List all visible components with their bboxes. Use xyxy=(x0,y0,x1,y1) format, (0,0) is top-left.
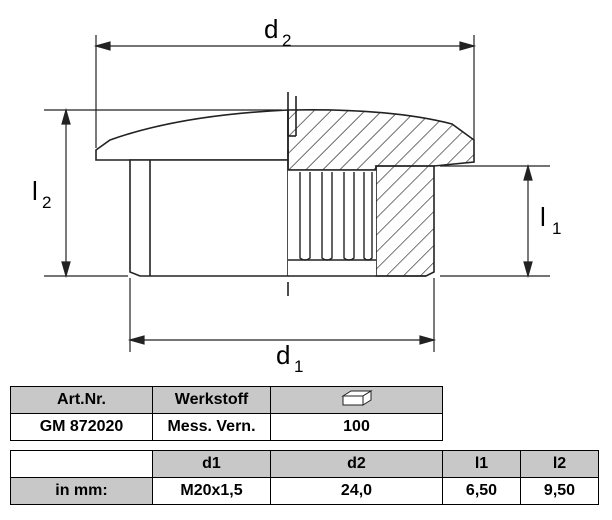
cell-quantity: 100 xyxy=(270,413,443,441)
cell-art-nr: GM 872020 xyxy=(10,413,153,441)
inner-ribs xyxy=(288,172,426,277)
header-d2: d2 xyxy=(270,450,443,478)
header-werkstoff: Werkstoff xyxy=(152,386,271,414)
block-icon xyxy=(340,389,373,406)
header-d1: d1 xyxy=(152,450,271,478)
header-art-nr: Art.Nr. xyxy=(10,386,153,414)
cell-d2: 24,0 xyxy=(270,477,443,505)
cell-d1: M20x1,5 xyxy=(152,477,271,505)
dim-l1-sub: 1 xyxy=(552,219,561,238)
row-label-in-mm: in mm: xyxy=(10,477,153,505)
header-l2: l2 xyxy=(520,450,599,478)
dimension-d2 xyxy=(93,35,477,148)
cell-l2: 9,50 xyxy=(520,477,599,505)
dim-d1-label: d xyxy=(276,340,290,370)
dimension-table: d1 d2 l1 l2 in mm: M20x1,5 24,0 6,50 9,5… xyxy=(10,450,599,505)
dim-d2-sub: 2 xyxy=(282,31,291,50)
technical-drawing: d 2 d 1 l 2 l 1 xyxy=(32,14,561,376)
cap-wall-section xyxy=(375,165,435,277)
dim-d1-sub: 1 xyxy=(294,357,303,376)
dim-l2-sub: 2 xyxy=(42,193,51,212)
article-table: Art.Nr. Werkstoff GM 872020 Mess. Vern. … xyxy=(10,386,443,441)
cell-werkstoff: Mess. Vern. xyxy=(152,413,271,441)
cap-head-section xyxy=(287,108,475,171)
dim-l1-label: l xyxy=(540,202,546,232)
cap-shank-left xyxy=(129,159,289,277)
cap-right-section xyxy=(287,108,475,277)
dimension-d1 xyxy=(127,278,437,352)
dimension-l1 xyxy=(440,163,550,279)
dim-d2-label: d xyxy=(264,14,278,44)
header-empty xyxy=(10,450,153,478)
cap-head-left xyxy=(95,109,289,161)
cap-left-view xyxy=(95,109,289,277)
header-l1: l1 xyxy=(442,450,521,478)
dimension-l2 xyxy=(44,107,282,279)
centre-line xyxy=(287,92,297,296)
cell-l1: 6,50 xyxy=(442,477,521,505)
dim-l2-label: l xyxy=(32,176,38,206)
